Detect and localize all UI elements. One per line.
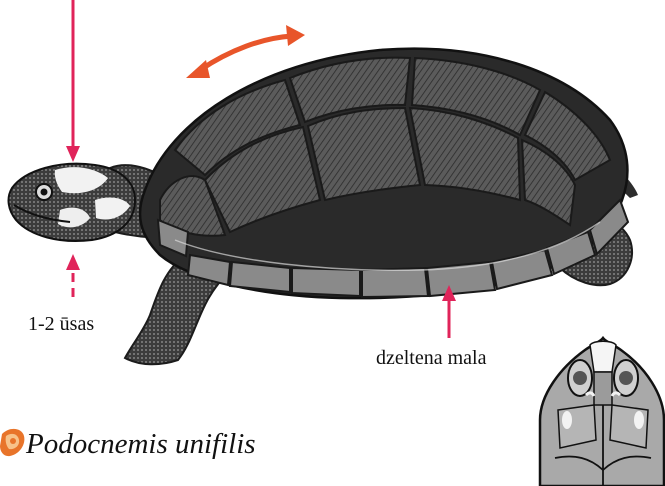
yellow-edge-label: dzeltena mala xyxy=(376,347,487,370)
turtle-logo-icon xyxy=(0,429,24,456)
barbels-label: 1-2 ūsas xyxy=(28,313,94,336)
head-top-view-inset xyxy=(540,338,664,486)
species-name: Podocnemis unifilis xyxy=(26,428,256,461)
head-pointer-arrow xyxy=(66,0,80,162)
barbel-pointer-arrow xyxy=(66,254,80,297)
carapace xyxy=(140,49,628,299)
turtle-head xyxy=(9,164,135,241)
